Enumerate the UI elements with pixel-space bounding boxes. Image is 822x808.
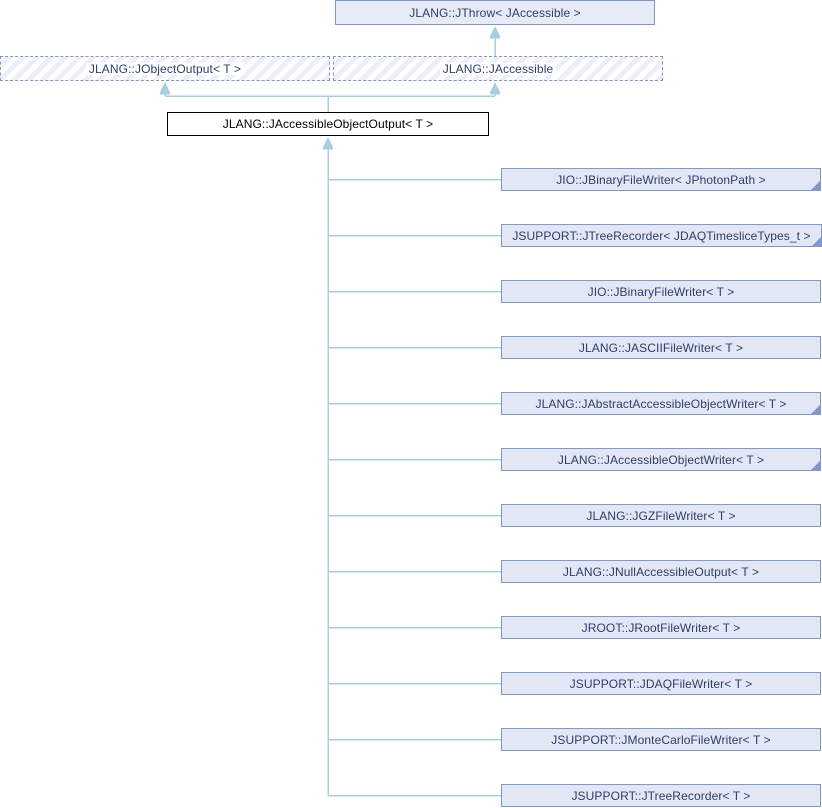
class-node-label: JLANG::JAccessible xyxy=(439,62,557,75)
folded-corner-icon xyxy=(810,180,821,191)
class-node-label: JIO::JBinaryFileWriter< JPhotonPath > xyxy=(556,172,766,187)
class-node-d2[interactable]: JSUPPORT::JTreeRecorder< JDAQTimesliceTy… xyxy=(501,224,822,247)
class-node-label: JSUPPORT::JDAQFileWriter< T > xyxy=(569,676,753,691)
class-node-label: JLANG::JThrow< JAccessible > xyxy=(409,5,581,20)
class-node-label: JLANG::JNullAccessibleOutput< T > xyxy=(562,564,760,579)
class-node-d4[interactable]: JLANG::JASCIIFileWriter< T > xyxy=(501,336,821,359)
class-node-label: JLANG::JAccessibleObjectOutput< T > xyxy=(222,117,434,131)
class-node-d3[interactable]: JIO::JBinaryFileWriter< T > xyxy=(501,280,821,303)
arrowhead-to-jobjectoutput xyxy=(160,82,170,92)
class-node-d1[interactable]: JIO::JBinaryFileWriter< JPhotonPath > xyxy=(501,168,821,191)
class-node-label: JLANG::JAccessibleObjectWriter< T > xyxy=(557,452,765,467)
class-node-d11[interactable]: JSUPPORT::JMonteCarloFileWriter< T > xyxy=(501,728,821,751)
class-node-label: JIO::JBinaryFileWriter< T > xyxy=(587,284,735,299)
class-node-label: JSUPPORT::JMonteCarloFileWriter< T > xyxy=(551,732,771,747)
arrowhead-bar-jaccessible xyxy=(490,92,500,95)
class-node-label: JLANG::JASCIIFileWriter< T > xyxy=(578,340,744,355)
class-node-d6[interactable]: JLANG::JAccessibleObjectWriter< T > xyxy=(501,448,821,471)
class-node-d8[interactable]: JLANG::JNullAccessibleOutput< T > xyxy=(501,560,821,583)
class-node-jobjectoutput[interactable]: JLANG::JObjectOutput< T > xyxy=(0,56,330,81)
arrowhead-to-current xyxy=(323,137,333,147)
arrowhead-to-jaccessible xyxy=(490,82,500,92)
class-node-jthrow[interactable]: JLANG::JThrow< JAccessible > xyxy=(335,0,655,25)
class-node-label: JROOT::JRootFileWriter< T > xyxy=(581,620,741,635)
class-node-d9[interactable]: JROOT::JRootFileWriter< T > xyxy=(501,616,821,639)
arrowhead-bar-current xyxy=(323,147,333,150)
class-node-jaccessibleobjectoutput[interactable]: JLANG::JAccessibleObjectOutput< T > xyxy=(167,112,489,136)
arrowhead-bar-jobjectoutput xyxy=(160,92,170,95)
class-node-label: JSUPPORT::JTreeRecorder< JDAQTimesliceTy… xyxy=(512,228,811,243)
class-node-label: JLANG::JGZFileWriter< T > xyxy=(586,508,736,523)
class-node-label: JSUPPORT::JTreeRecorder< T > xyxy=(571,788,751,803)
class-node-d12[interactable]: JSUPPORT::JTreeRecorder< T > xyxy=(501,784,821,807)
arrowhead-to-jthrow xyxy=(490,26,500,36)
folded-corner-icon xyxy=(810,404,821,415)
class-node-d5[interactable]: JLANG::JAbstractAccessibleObjectWriter< … xyxy=(501,392,821,415)
class-node-d7[interactable]: JLANG::JGZFileWriter< T > xyxy=(501,504,821,527)
arrowhead-bar-jthrow xyxy=(490,36,500,39)
class-node-d10[interactable]: JSUPPORT::JDAQFileWriter< T > xyxy=(501,672,821,695)
folded-corner-icon xyxy=(810,460,821,471)
class-node-jaccessible[interactable]: JLANG::JAccessible xyxy=(333,56,663,81)
class-node-label: JLANG::JObjectOutput< T > xyxy=(85,62,245,75)
class-node-label: JLANG::JAbstractAccessibleObjectWriter< … xyxy=(535,396,787,411)
folded-corner-icon xyxy=(811,236,822,247)
